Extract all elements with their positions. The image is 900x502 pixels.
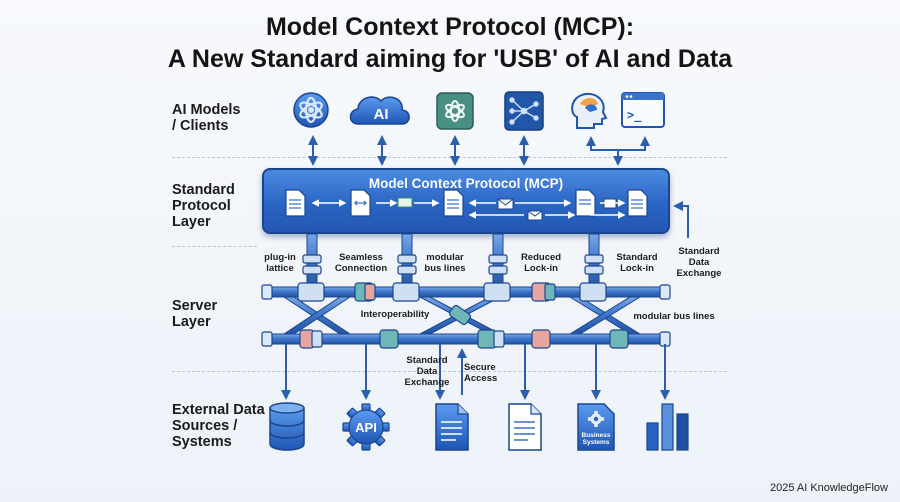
label-standard-data-exchange-right: Standard Data Exchange [676, 246, 722, 279]
ai-head-profile-icon [571, 92, 608, 129]
document-icon [285, 189, 306, 217]
label-modular-bus-lines-right: modular bus lines [633, 311, 715, 322]
document-icon [443, 189, 464, 217]
label-interoperability: Interoperability [360, 309, 430, 320]
terminal-prompt-text: >_ [627, 108, 642, 123]
document-source-icon [435, 403, 469, 451]
api-gear-icon [342, 403, 390, 451]
label-modular-bus-lines-top: modular bus lines [424, 252, 466, 274]
bar-chart-icon [646, 403, 689, 451]
label-standard-lockin: Standard Lock-in [616, 252, 658, 274]
upper-connectors [297, 282, 607, 302]
envelope-icon [497, 198, 514, 210]
document-icon [627, 189, 648, 217]
protocol-flow-arrows [311, 199, 626, 219]
label-standard-data-exchange-bottom: Standard Data Exchange [404, 355, 450, 388]
layer-label-protocol: Standard Protocol Layer [172, 182, 235, 230]
center-coupler [448, 304, 472, 326]
ai-network-icon [504, 91, 544, 131]
ai-terminal-icon [621, 92, 665, 128]
pipe-fittings [302, 254, 604, 275]
layer-label-external: External Data Sources / Systems [172, 402, 265, 450]
label-plugin-lattice: plug-in lattice [264, 252, 296, 274]
ai-cloud-icon [349, 96, 410, 125]
ai-badge-text: AI [374, 106, 389, 123]
envelope-icon [527, 210, 543, 221]
protocol-documents [285, 189, 648, 217]
business-systems-label: Business Systems [581, 432, 611, 446]
layer-label-ai-models: AI Models / Clients [172, 102, 241, 134]
ai-knot-icon [436, 92, 474, 130]
footer-credit: 2025 AI KnowledgeFlow [769, 482, 888, 494]
label-reduced-lockin: Reduced Lock-in [520, 252, 562, 274]
page-title-line-2: A New Standard aiming for 'USB' of AI an… [167, 45, 733, 73]
feedback-arrow [673, 201, 689, 238]
business-systems-icon [577, 403, 615, 451]
pipe-end-caps [261, 284, 671, 347]
source-arrows [281, 344, 670, 400]
layer-separator [172, 371, 727, 372]
mcp-protocol-title: Model Context Protocol (MCP) [368, 176, 564, 191]
layer-separator [172, 246, 257, 247]
report-document-icon [508, 403, 542, 451]
label-seamless-connection: Seamless Connection [334, 252, 388, 274]
api-gear-label: API [355, 420, 377, 435]
lower-connectors [299, 329, 629, 349]
label-secure-access: Secure Access [464, 362, 498, 384]
database-icon [269, 402, 305, 451]
layer-label-server: Server Layer [172, 298, 218, 330]
document-icon [350, 189, 371, 217]
layer-separator [172, 157, 727, 158]
client-arrows [308, 135, 650, 166]
page-title-line-1: Model Context Protocol (MCP): [265, 13, 635, 41]
ai-client-gear-icon [293, 92, 329, 128]
document-icon [575, 189, 596, 217]
